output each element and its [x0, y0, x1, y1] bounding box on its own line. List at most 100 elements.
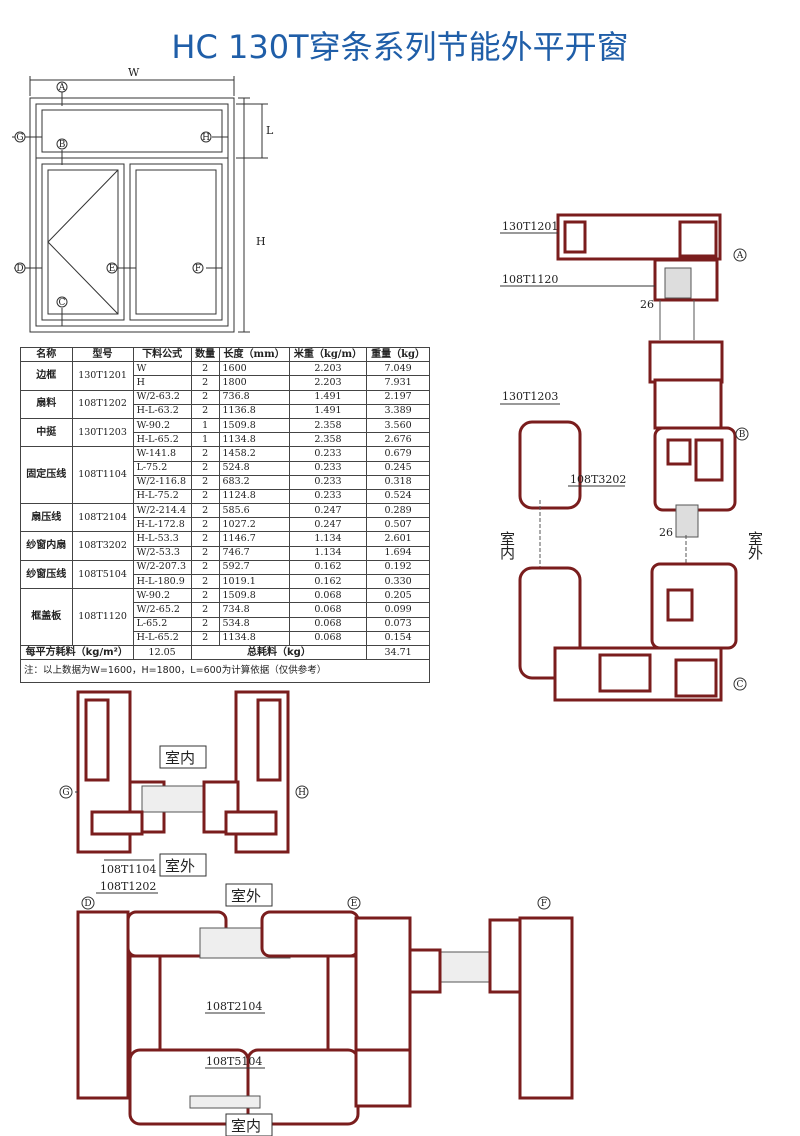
length: 1019.1	[218, 573, 290, 590]
quantity: 2	[190, 361, 220, 377]
svg-text:D: D	[16, 264, 23, 274]
part-name: 扇料	[20, 389, 73, 419]
part-name: 固定压线	[20, 446, 73, 505]
part-model: 108T1120	[71, 588, 134, 646]
weight: 0.679	[366, 446, 430, 462]
table-header-row: 名称型号下料公式数量长度（mm）米重（kg/m）重量（kg）	[20, 346, 430, 363]
svg-text:E: E	[351, 899, 358, 909]
weight: 0.245	[366, 460, 430, 476]
part-name: 扇压线	[20, 503, 73, 533]
weight: 2.676	[366, 432, 430, 448]
cut-formula: H-L-65.2	[132, 630, 192, 646]
label-130T1201: 130T1201	[502, 220, 558, 233]
unit-weight: 1.134	[288, 545, 368, 561]
part-model: 108T2104	[71, 503, 134, 533]
part-name: 中挺	[20, 417, 73, 448]
svg-text:F: F	[195, 264, 201, 274]
unit-weight: 0.068	[288, 588, 368, 604]
indoor-label-gh: 室内	[165, 749, 195, 767]
cut-formula: W-141.8	[132, 446, 192, 462]
per-m2-label: 每平方耗料（kg/m²）	[20, 644, 134, 661]
dim-width: W	[128, 66, 140, 79]
section-d-e-f	[76, 883, 574, 1136]
length: 1800	[218, 375, 290, 391]
quantity: 2	[190, 389, 220, 405]
section-g-h	[75, 690, 290, 877]
weight: 3.389	[366, 403, 430, 419]
unit-weight: 0.068	[288, 616, 368, 632]
svg-text:G: G	[62, 788, 69, 798]
per-m2-value: 12.05	[132, 644, 192, 661]
cut-formula: L-65.2	[132, 616, 192, 632]
quantity: 2	[190, 375, 220, 391]
cut-formula: W/2-116.8	[132, 474, 192, 490]
quantity: 2	[190, 474, 220, 490]
weight: 0.330	[366, 573, 430, 590]
part-model: 108T1104	[71, 446, 134, 505]
unit-weight: 1.491	[288, 389, 368, 405]
weight: 0.073	[366, 616, 430, 632]
weight: 0.205	[366, 588, 430, 604]
quantity: 1	[190, 432, 220, 448]
total-label: 总耗料（kg）	[190, 644, 368, 661]
length: 734.8	[218, 602, 290, 618]
quantity: 2	[190, 488, 220, 505]
weight: 7.049	[366, 361, 430, 377]
cut-formula: H-L-65.2	[132, 432, 192, 448]
length: 736.8	[218, 389, 290, 405]
length: 1134.8	[218, 630, 290, 646]
label-gap-26: 26	[640, 298, 654, 311]
length: 1600	[218, 361, 290, 377]
cut-formula: L-75.2	[132, 460, 192, 476]
length: 1509.8	[218, 588, 290, 604]
unit-weight: 2.203	[288, 361, 368, 377]
column-header: 名称	[20, 346, 73, 363]
unit-weight: 0.233	[288, 446, 368, 462]
svg-text:F: F	[541, 899, 547, 909]
cut-formula: W/2-207.3	[132, 559, 192, 576]
unit-weight: 2.203	[288, 375, 368, 391]
length: 1146.7	[218, 531, 290, 547]
column-header: 下料公式	[132, 346, 192, 363]
column-header: 米重（kg/m）	[288, 346, 368, 363]
part-name: 框盖板	[20, 588, 73, 646]
weight: 0.524	[366, 488, 430, 505]
weight: 0.154	[366, 630, 430, 646]
unit-weight: 0.162	[288, 573, 368, 590]
svg-text:D: D	[84, 899, 91, 909]
cut-formula: W/2-214.4	[132, 503, 192, 519]
label-108T1104: 108T1104	[100, 863, 156, 876]
quantity: 2	[190, 545, 220, 561]
column-header: 数量	[190, 346, 220, 363]
outdoor-label-def: 室外	[231, 887, 261, 905]
label-108T1120: 108T1120	[502, 273, 558, 286]
weight: 0.507	[366, 517, 430, 533]
weight: 7.931	[366, 375, 430, 391]
part-model: 108T5104	[71, 559, 134, 590]
svg-text:G: G	[16, 133, 23, 143]
dim-height: H	[256, 235, 266, 248]
length: 1509.8	[218, 417, 290, 434]
column-header: 型号	[71, 346, 134, 363]
total-value: 34.71	[366, 644, 430, 661]
indoor-label-def: 室内	[231, 1117, 261, 1135]
weight: 0.289	[366, 503, 430, 519]
cut-formula: W/2-65.2	[132, 602, 192, 618]
page-title: HC 130T穿条系列节能外平开窗	[171, 28, 629, 66]
cut-formula: W/2-53.3	[132, 545, 192, 561]
unit-weight: 0.233	[288, 474, 368, 490]
quantity: 2	[190, 460, 220, 476]
outdoor-label-gh: 室外	[165, 857, 195, 875]
quantity: 2	[190, 630, 220, 646]
length: 1124.8	[218, 488, 290, 505]
quantity: 2	[190, 403, 220, 419]
cut-formula: W	[132, 361, 192, 377]
length: 1458.2	[218, 446, 290, 462]
part-name: 纱窗内扇	[20, 531, 73, 561]
